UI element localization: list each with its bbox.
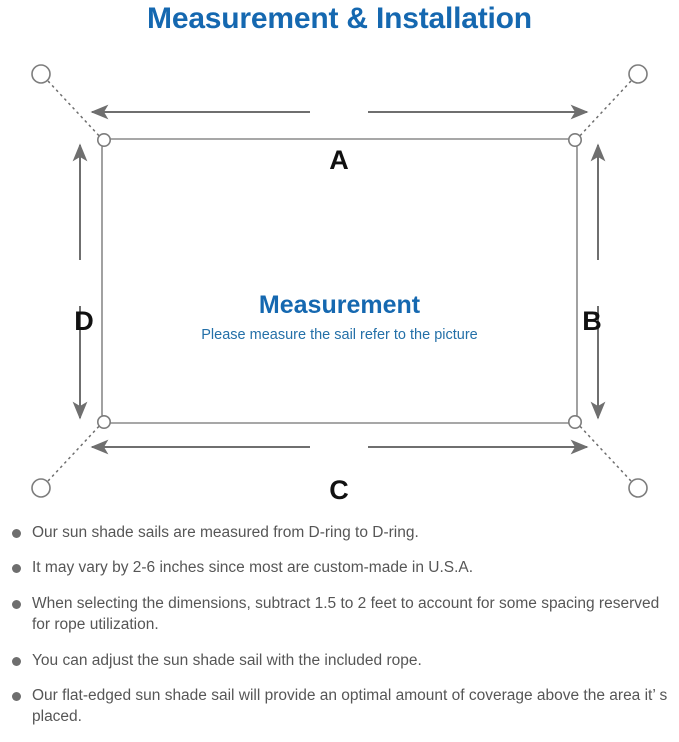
rope-dotted-line-bottom-left (47, 421, 104, 482)
list-item: Our sun shade sails are measured from D-… (0, 522, 679, 543)
sail-measurement-diagram: Measurement Please measure the sail refe… (0, 48, 679, 513)
bullet-icon (12, 599, 21, 609)
d-ring-top-left (97, 133, 112, 148)
d-ring-top-right (567, 133, 582, 148)
diagram-svg (31, 64, 648, 498)
notes-list: Our sun shade sails are measured from D-… (0, 522, 679, 742)
anchor-ring-top-left (31, 64, 51, 84)
d-ring-bottom-right (567, 414, 582, 429)
dimension-label-a: A (329, 145, 349, 175)
list-item: When selecting the dimensions, subtract … (0, 593, 679, 636)
rope-dotted-line-bottom-right (575, 421, 632, 482)
note-text: Our flat-edged sun shade sail will provi… (32, 686, 668, 726)
anchor-ring-top-right (628, 64, 648, 84)
list-item: Our flat-edged sun shade sail will provi… (0, 685, 679, 728)
note-text: When selecting the dimensions, subtract … (32, 594, 660, 634)
page-title: Measurement & Installation (147, 2, 532, 35)
bullet-icon (12, 564, 21, 574)
bullet-icon (12, 656, 21, 666)
list-item: You can adjust the sun shade sail with t… (0, 650, 679, 671)
bullet-icon (12, 529, 21, 538)
d-ring-bottom-left (97, 414, 112, 429)
anchor-ring-bottom-right (628, 478, 648, 498)
list-item: It may vary by 2-6 inches since most are… (0, 557, 679, 578)
dimension-label-b: B (582, 306, 602, 336)
dimension-label-c: C (329, 475, 349, 505)
anchor-ring-bottom-left (31, 478, 51, 498)
note-text: It may vary by 2-6 inches since most are… (32, 559, 474, 577)
shade-sail-panel (101, 138, 578, 424)
bullet-icon (12, 691, 21, 701)
note-text: You can adjust the sun shade sail with t… (32, 651, 422, 669)
dimension-label-d: D (74, 306, 94, 336)
rope-dotted-line-top-right (575, 80, 632, 141)
rope-dotted-line-top-left (47, 80, 104, 141)
note-text: Our sun shade sails are measured from D-… (32, 524, 419, 541)
